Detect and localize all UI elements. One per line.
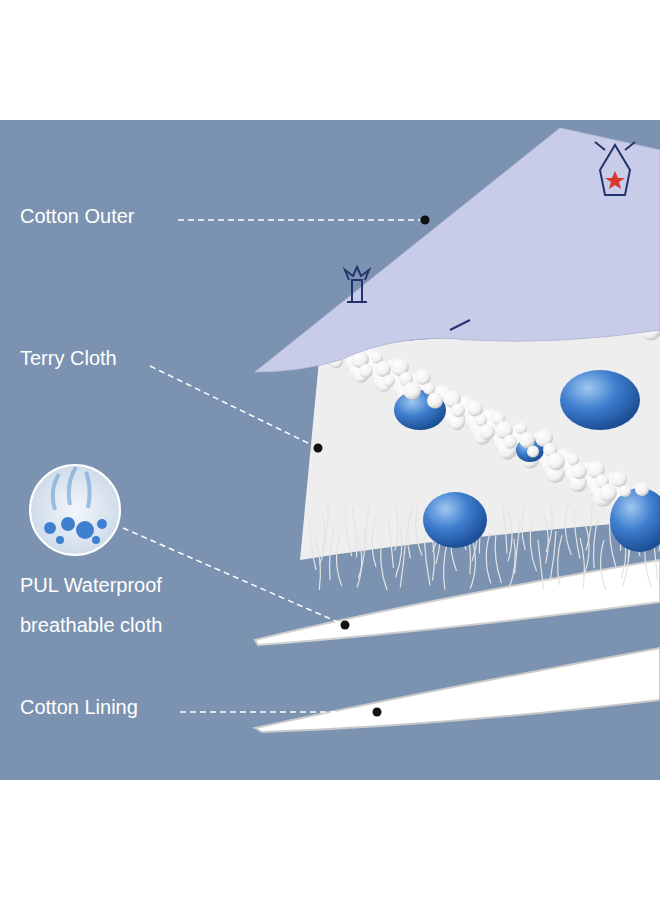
leader-dots	[314, 216, 430, 717]
pul-layer	[255, 560, 660, 645]
outer-layer	[255, 128, 660, 372]
fabric-star	[605, 171, 625, 189]
leader-lines	[123, 220, 420, 712]
waterproof-icon	[30, 465, 120, 555]
layer-label: Terry Cloth	[20, 338, 220, 378]
background-panel	[0, 120, 660, 780]
layer-label: PUL Waterproof breathable cloth	[20, 565, 190, 645]
fabric-motifs	[345, 142, 635, 330]
layer-label: Cotton Lining	[20, 687, 220, 727]
layer-label: Cotton Outer	[20, 196, 220, 236]
terry-base	[300, 330, 660, 560]
lining-layer	[255, 648, 660, 732]
